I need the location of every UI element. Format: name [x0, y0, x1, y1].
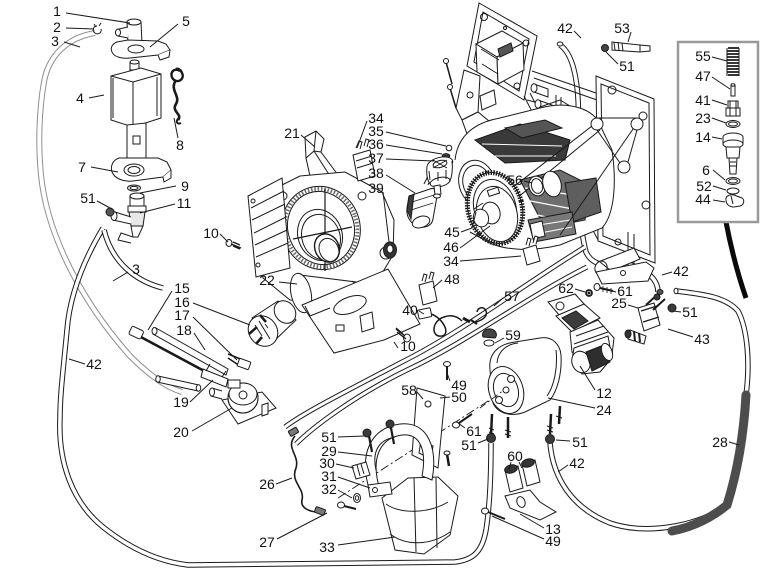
svg-text:51: 51: [619, 58, 635, 74]
svg-text:34: 34: [368, 110, 384, 126]
svg-text:2: 2: [53, 19, 61, 35]
svg-text:37: 37: [368, 150, 384, 166]
svg-text:57: 57: [504, 288, 520, 304]
svg-text:34: 34: [443, 253, 459, 269]
svg-text:16: 16: [174, 294, 190, 310]
svg-text:35: 35: [368, 123, 384, 139]
svg-text:28: 28: [712, 434, 728, 450]
svg-text:51: 51: [80, 190, 96, 206]
svg-text:24: 24: [596, 402, 612, 418]
svg-text:5: 5: [182, 13, 190, 29]
svg-text:25: 25: [611, 295, 627, 311]
svg-text:49: 49: [545, 533, 561, 549]
svg-text:10: 10: [203, 225, 219, 241]
svg-text:12: 12: [596, 385, 612, 401]
svg-text:20: 20: [173, 424, 189, 440]
svg-text:55: 55: [695, 48, 711, 64]
svg-text:49: 49: [451, 377, 467, 393]
svg-text:51: 51: [572, 434, 588, 450]
svg-text:61: 61: [466, 423, 482, 439]
svg-text:8: 8: [176, 137, 184, 153]
svg-text:14: 14: [695, 129, 711, 145]
svg-text:46: 46: [443, 239, 459, 255]
svg-text:42: 42: [86, 356, 102, 372]
svg-text:4: 4: [76, 90, 84, 106]
svg-text:56: 56: [507, 172, 523, 188]
svg-text:39: 39: [368, 180, 384, 196]
svg-text:48: 48: [444, 271, 460, 287]
svg-text:22: 22: [259, 272, 275, 288]
svg-text:10: 10: [400, 338, 416, 354]
svg-text:19: 19: [173, 394, 189, 410]
svg-text:36: 36: [368, 136, 384, 152]
svg-text:13: 13: [545, 521, 561, 537]
svg-text:26: 26: [259, 476, 275, 492]
svg-text:40: 40: [402, 302, 418, 318]
svg-text:23: 23: [695, 110, 711, 126]
svg-text:60: 60: [507, 448, 523, 464]
svg-text:33: 33: [319, 539, 335, 555]
svg-text:7: 7: [78, 159, 86, 175]
svg-text:27: 27: [259, 534, 275, 550]
svg-text:51: 51: [682, 304, 698, 320]
svg-text:15: 15: [174, 280, 190, 296]
svg-text:52: 52: [696, 178, 712, 194]
svg-text:47: 47: [695, 68, 711, 84]
svg-text:29: 29: [321, 443, 337, 459]
svg-text:51: 51: [461, 437, 477, 453]
svg-text:45: 45: [444, 224, 460, 240]
svg-text:30: 30: [319, 455, 335, 471]
svg-text:41: 41: [695, 92, 711, 108]
svg-text:6: 6: [702, 162, 710, 178]
svg-text:9: 9: [181, 178, 189, 194]
svg-text:38: 38: [368, 165, 384, 181]
svg-text:62: 62: [558, 280, 574, 296]
svg-text:31: 31: [321, 468, 337, 484]
svg-text:17: 17: [174, 307, 190, 323]
svg-text:43: 43: [694, 331, 710, 347]
svg-text:3: 3: [51, 33, 59, 49]
svg-text:1: 1: [53, 3, 61, 19]
svg-text:61: 61: [617, 283, 633, 299]
svg-text:21: 21: [284, 125, 300, 141]
svg-text:53: 53: [614, 20, 630, 36]
svg-text:44: 44: [695, 191, 711, 207]
svg-text:42: 42: [673, 263, 689, 279]
svg-text:18: 18: [176, 322, 192, 338]
svg-text:58: 58: [401, 382, 417, 398]
svg-text:59: 59: [505, 327, 521, 343]
svg-text:3: 3: [132, 261, 140, 277]
svg-text:32: 32: [321, 481, 337, 497]
svg-text:42: 42: [557, 20, 573, 36]
svg-text:51: 51: [321, 429, 337, 445]
svg-text:42: 42: [569, 455, 585, 471]
svg-text:11: 11: [177, 195, 192, 211]
svg-text:50: 50: [451, 389, 467, 405]
